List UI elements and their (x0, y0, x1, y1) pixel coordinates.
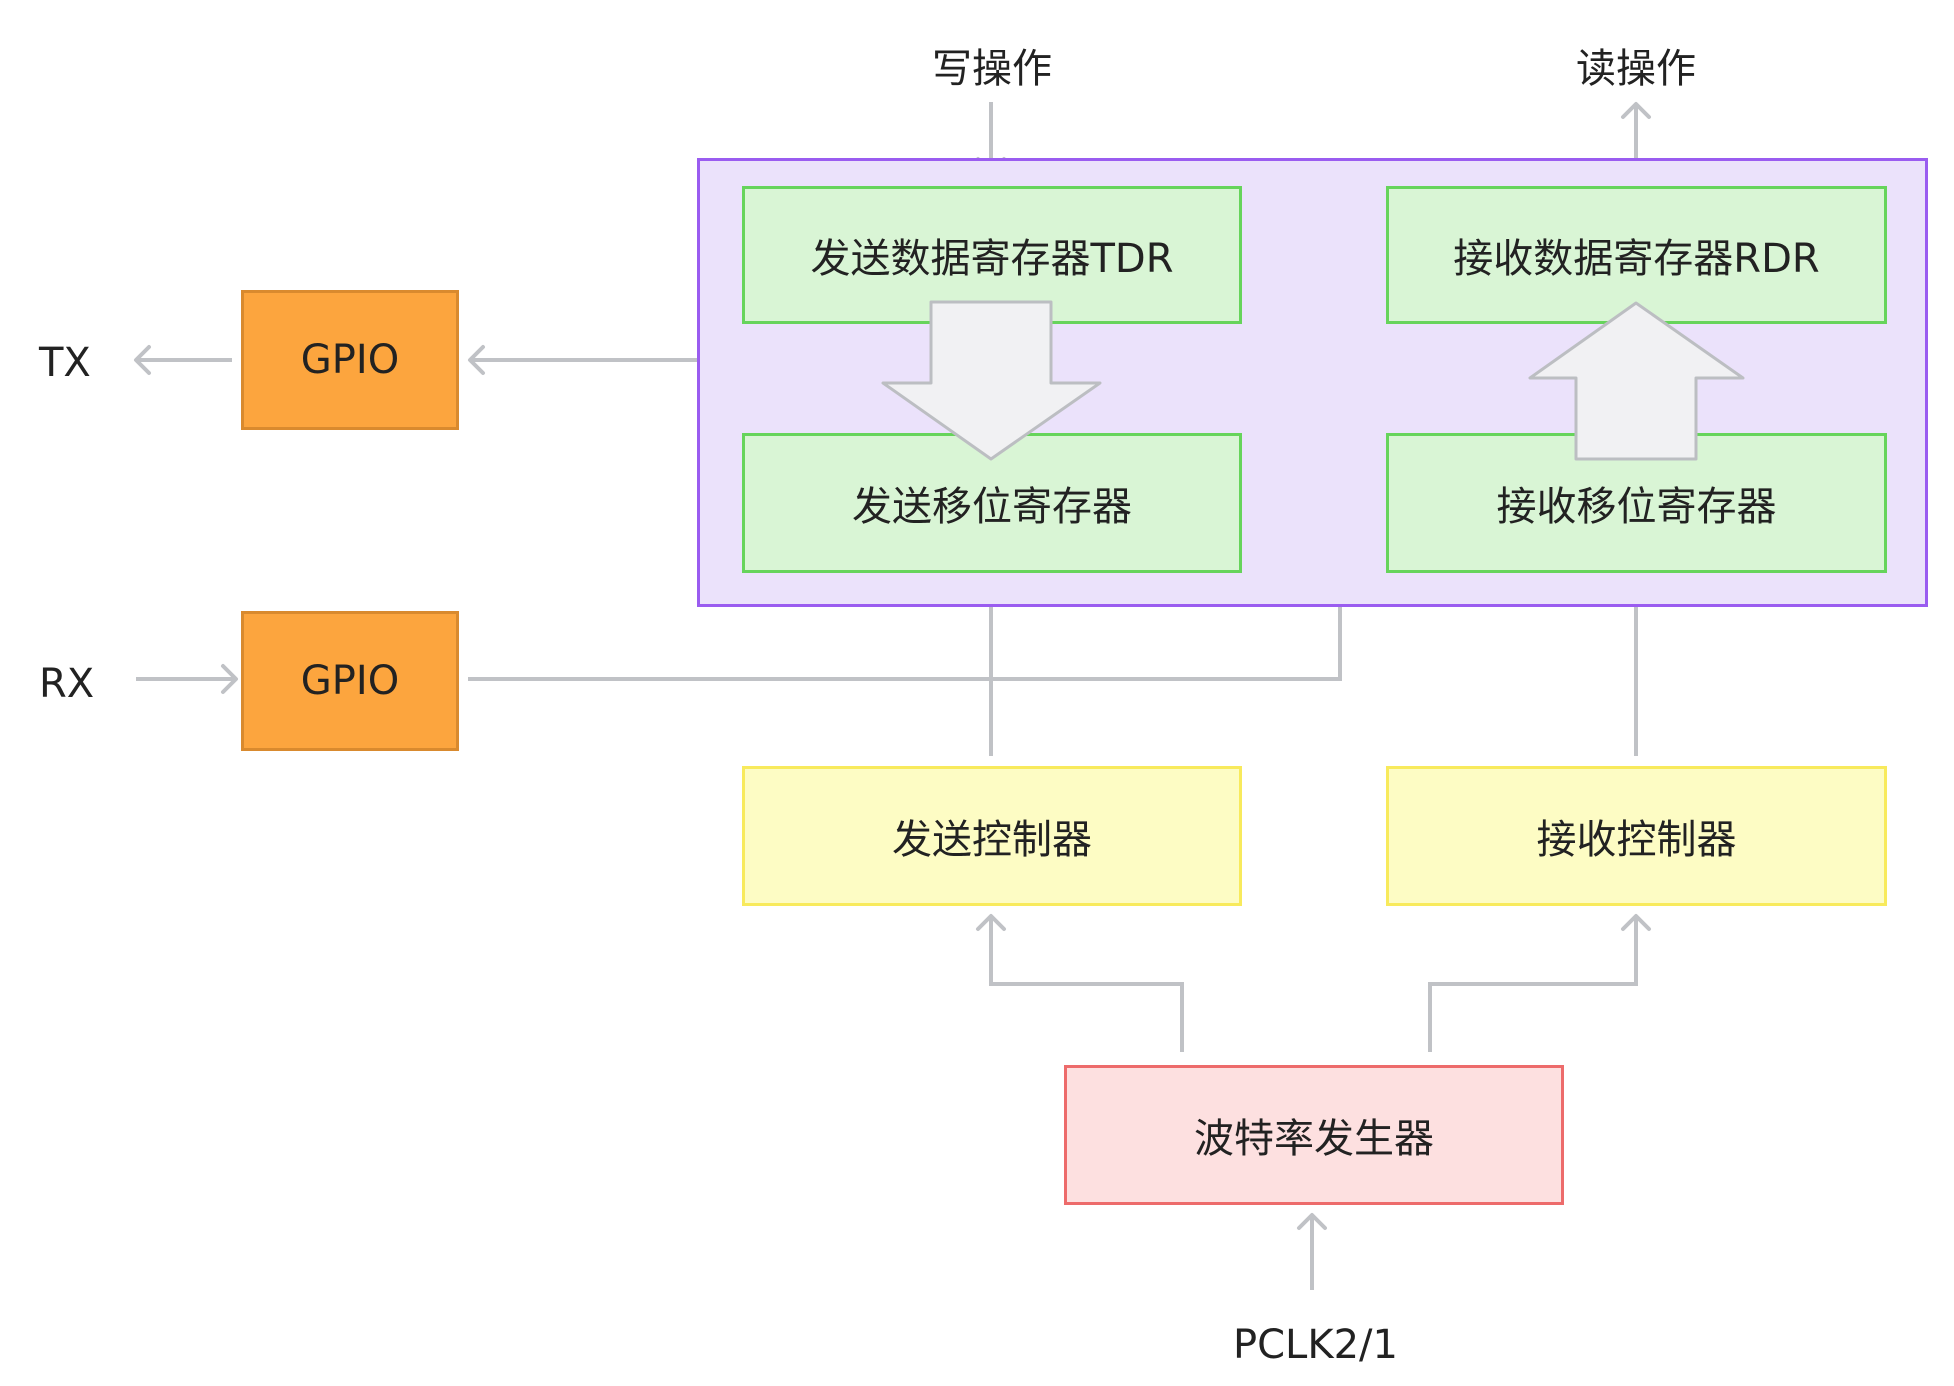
rx-pin-to-gpio-rx-arrow (136, 664, 238, 694)
baud-to-rx-controller-wire (1428, 914, 1651, 1052)
rx-controller-to-rx-shift-wire (1621, 581, 1651, 756)
baud-to-tx-controller-wire (976, 914, 1184, 1052)
gpio-tx-block: GPIO (241, 290, 459, 430)
rx-shift-register-label: 接收移位寄存器 (1496, 484, 1777, 530)
baud-rate-generator-block: 波特率发生器 (1064, 1065, 1564, 1205)
arrowhead-icon (134, 345, 151, 375)
arrowhead-icon (1621, 102, 1651, 119)
rx-shift-register-block: 接收移位寄存器 (1386, 433, 1887, 573)
tx-shift-register-block: 发送移位寄存器 (742, 433, 1242, 573)
baud-rate-generator-label: 波特率发生器 (1194, 1116, 1434, 1162)
tx-pin-label: TX (39, 340, 91, 386)
arrowhead-icon (221, 664, 238, 694)
tx-controller-block: 发送控制器 (742, 766, 1242, 906)
gpio-rx-block: GPIO (241, 611, 459, 751)
arrowhead-icon (1297, 1213, 1327, 1230)
tdr-label: 发送数据寄存器TDR (810, 236, 1174, 282)
gpio-tx-to-tx-pin-arrow (134, 345, 232, 375)
rdr-block: 接收数据寄存器RDR (1386, 186, 1887, 324)
gpio-rx-label: GPIO (300, 658, 400, 704)
tx-controller-to-tx-shift-wire (976, 581, 1006, 756)
arrowhead-icon (976, 914, 1006, 931)
write-operation-label: 写操作 (932, 46, 1052, 92)
pclk-label: PCLK2/1 (1233, 1322, 1398, 1368)
tx-shift-register-label: 发送移位寄存器 (852, 484, 1132, 530)
rx-controller-label: 接收控制器 (1536, 817, 1737, 863)
gpio-tx-label: GPIO (300, 337, 400, 383)
rdr-label: 接收数据寄存器RDR (1453, 236, 1820, 282)
arrowhead-icon (468, 345, 485, 375)
tdr-block: 发送数据寄存器TDR (742, 186, 1242, 324)
rx-pin-label: RX (39, 661, 95, 707)
pclk-to-baud-arrow (1297, 1213, 1327, 1290)
read-operation-label: 读操作 (1576, 46, 1696, 92)
rx-controller-block: 接收控制器 (1386, 766, 1887, 906)
arrowhead-icon (1621, 914, 1651, 931)
tx-controller-label: 发送控制器 (892, 817, 1092, 863)
